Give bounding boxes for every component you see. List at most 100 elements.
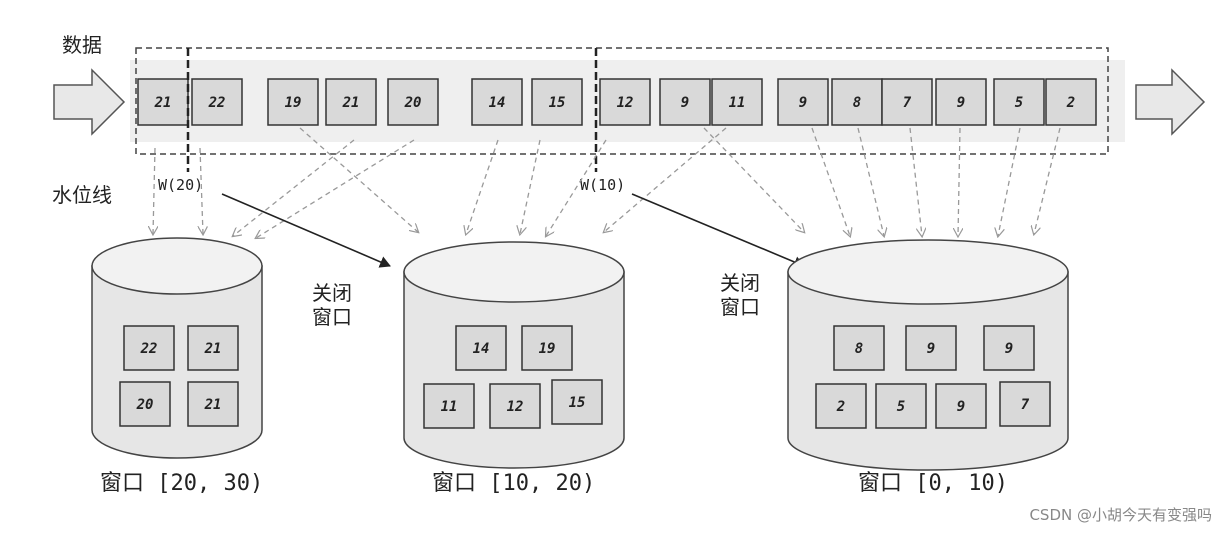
stream-box: 9 [935,78,987,126]
window-item: 8 [833,325,885,371]
window-label-0-10: 窗口 [0, 10) [858,471,1008,496]
stream-box: 11 [711,78,763,126]
window-cylinder: 14 19 11 12 15 [403,241,625,469]
stream-box: 19 [267,78,319,126]
stream-box: 21 [325,78,377,126]
window-label-20-30: 窗口 [20, 30) [100,471,263,496]
watermark-line-label: 水位线 [52,183,112,207]
stream-box: 15 [531,78,583,126]
credit-text: CSDN @小胡今天有变强吗 [1029,506,1212,524]
stream-box-value: 14 [489,95,506,111]
stream-box-value: 21 [342,95,360,111]
assignment-arrow [153,147,155,234]
window-cylinders: 22 21 20 21 14 19 11 12 15 8 9 9 2 5 9 7 [91,237,1069,471]
window-item-value: 5 [897,399,905,415]
window-item: 7 [999,381,1051,427]
stream-box: 7 [881,78,933,126]
assignment-arrow [1034,127,1061,234]
window-item: 9 [935,383,987,429]
window-item-value: 21 [204,341,222,357]
stream-box-value: 9 [799,95,807,111]
window-item: 14 [455,325,507,371]
window-item-value: 15 [569,395,586,411]
stream-box: 22 [191,78,243,126]
window-item: 20 [119,381,171,427]
close-window-arrow-1 [221,193,391,268]
output-arrow-icon [1135,68,1206,136]
stream-box: 12 [599,78,651,126]
window-item: 9 [905,325,957,371]
window-item: 11 [423,383,475,429]
stream-box: 2 [1045,78,1097,126]
window-item-value: 22 [140,341,158,357]
window-item: 9 [983,325,1035,371]
stream-box-value: 20 [404,95,422,111]
window-item: 5 [875,383,927,429]
assignment-arrow [233,139,355,236]
stream-box: 9 [777,78,829,126]
assignment-arrow [520,139,541,234]
window-item: 21 [187,381,239,427]
window-item-value: 9 [1005,341,1013,357]
stream-boxes: 21 22 19 21 20 14 15 12 9 11 9 8 7 9 5 2 [137,78,1097,126]
window-item-value: 19 [539,341,556,357]
stream-box: 20 [387,78,439,126]
assignment-arrow [546,139,607,236]
window-item-value: 20 [136,397,154,413]
window-item: 19 [521,325,573,371]
stream-box-value: 12 [617,95,634,111]
stream-box: 5 [993,78,1045,126]
stream-box: 8 [831,78,883,126]
stream-box: 14 [471,78,523,126]
stream-box-value: 9 [957,95,965,111]
stream-box: 21 [137,78,189,126]
stream-box-value: 15 [549,95,566,111]
close-window-label-line4: 窗口 [720,295,760,319]
stream-box-value: 2 [1066,95,1075,111]
assignment-arrows [153,127,1061,238]
close-window-label-line3: 关闭 [720,271,760,295]
close-window-label-line1: 关闭 [312,281,352,305]
window-item: 2 [815,383,867,429]
window-item-value: 9 [927,341,935,357]
watermark-label-10: W(10) [580,176,625,194]
window-label-10-20: 窗口 [10, 20) [432,471,595,496]
assignment-arrow [256,139,415,238]
window-item: 15 [551,379,603,425]
window-item: 22 [123,325,175,371]
assignment-arrow [466,139,499,234]
window-cylinder: 22 21 20 21 [91,237,263,459]
stream-box-value: 8 [853,95,861,111]
window-item-value: 2 [836,399,845,415]
window-item-value: 9 [957,399,965,415]
stream-box-value: 7 [903,95,912,111]
data-label: 数据 [62,33,102,57]
stream-box-value: 11 [729,95,746,111]
window-item-value: 7 [1021,397,1030,413]
stream-box-value: 22 [208,95,226,111]
assignment-arrow [811,127,850,236]
assignment-arrow [299,127,418,232]
stream-box-value: 5 [1015,95,1023,111]
window-item-value: 14 [473,341,490,357]
window-item-value: 12 [507,399,524,415]
close-window-arrow-2 [631,193,805,268]
input-arrow-icon [53,68,126,136]
window-item-value: 8 [855,341,863,357]
window-item: 21 [187,325,239,371]
assignment-arrow [958,127,960,236]
stream-box-value: 21 [154,95,172,111]
window-cylinder: 8 9 9 2 5 9 7 [787,239,1069,471]
watermark-label-20: W(20) [158,176,203,194]
stream-dashed-frame [135,47,1109,155]
stream-box-value: 9 [681,95,689,111]
assignment-arrow [998,127,1021,236]
window-item: 12 [489,383,541,429]
assignment-arrow [909,127,922,236]
window-item-value: 11 [441,399,458,415]
assignment-arrow [703,127,804,232]
window-item-value: 21 [204,397,222,413]
assignment-arrow [857,127,884,236]
close-window-label-line2: 窗口 [312,305,352,329]
